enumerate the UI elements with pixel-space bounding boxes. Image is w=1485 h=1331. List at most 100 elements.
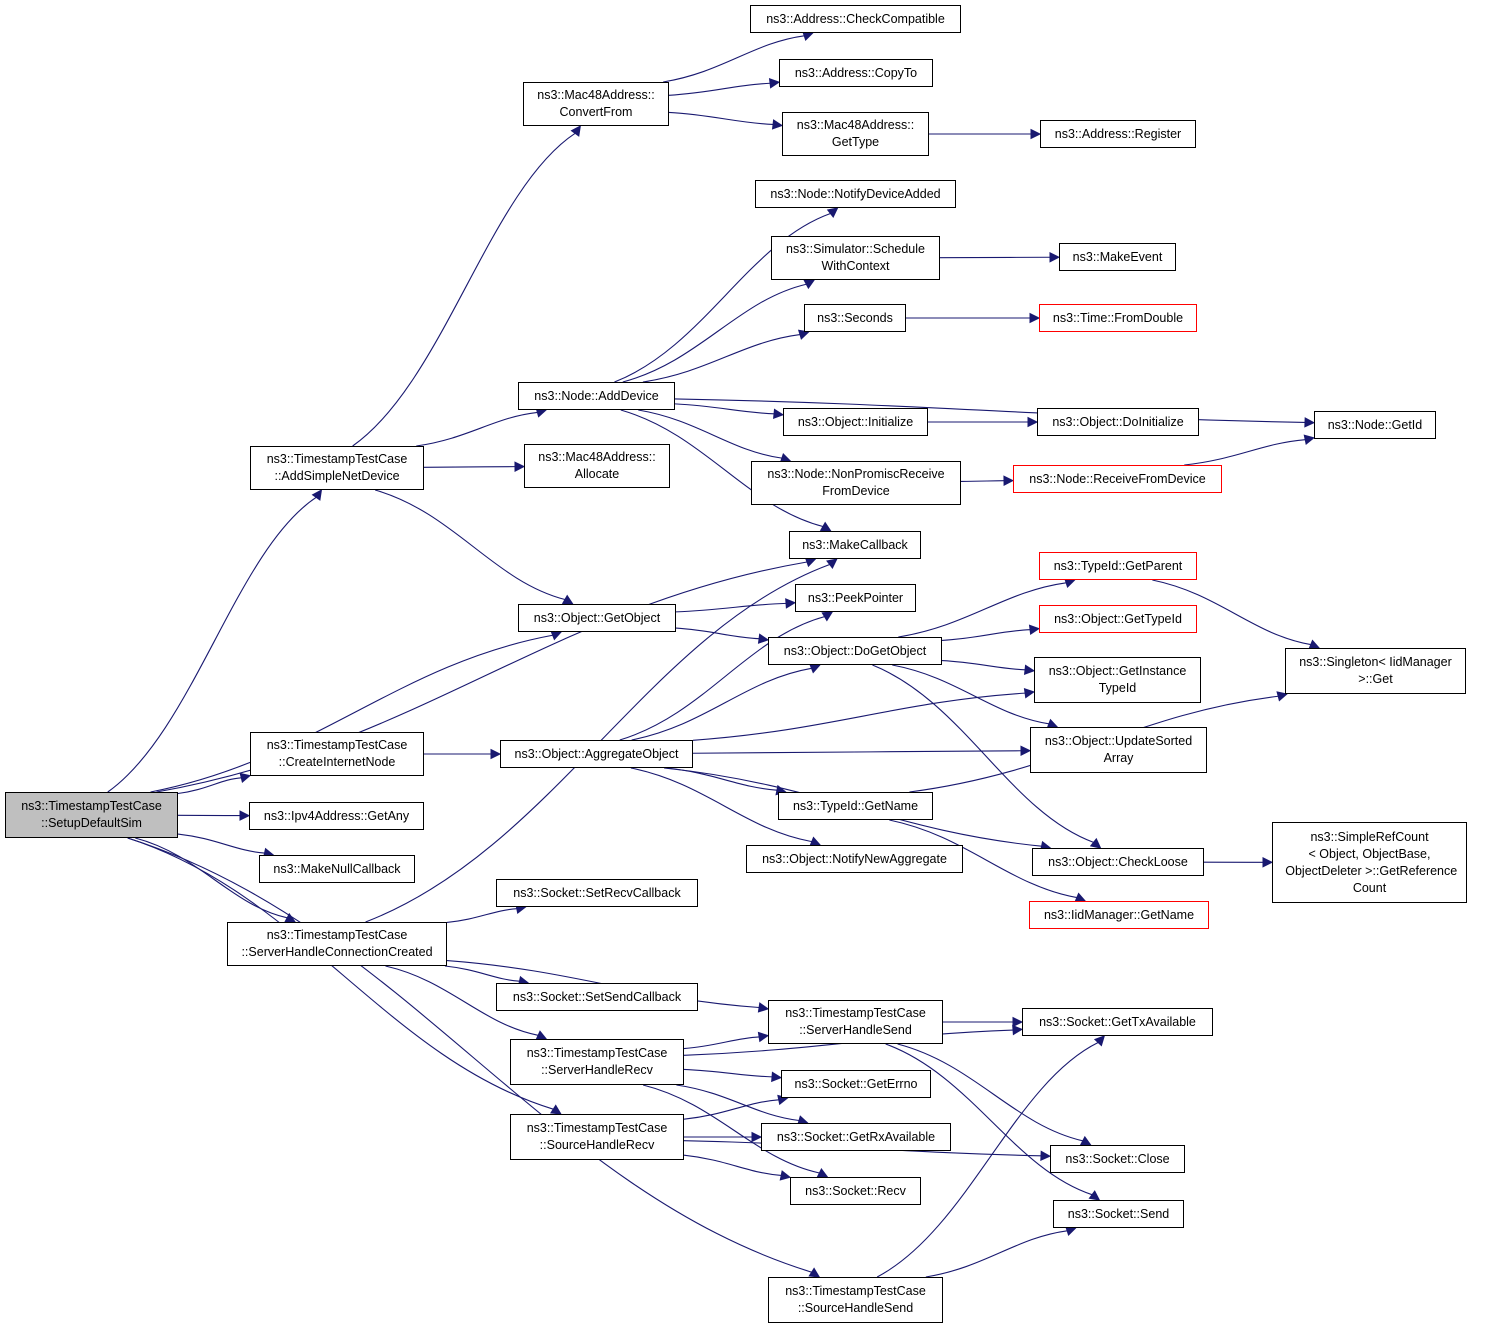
node-obj-do-get-object[interactable]: ns3::Object::DoGetObject [768,637,942,665]
edge-setupDefaultSim-to-sourceHandleRecv [127,837,554,1110]
node-node-receive-from-device[interactable]: ns3::Node::ReceiveFromDevice [1013,465,1222,493]
edge-objAggregateObject-to-objNotifyNewAggregate [630,767,812,843]
node-create-internet-node[interactable]: ns3::TimestampTestCase ::CreateInternetN… [250,732,424,776]
arrowhead-nodeAddDevice-to-simScheduleWithContext [803,279,816,290]
arrowhead-sourceHandleRecv-to-socketGetRxAvailable [751,1131,763,1143]
edge-setupDefaultSim-to-objGetObject [150,634,553,793]
node-socket-recv[interactable]: ns3::Socket::Recv [790,1177,921,1205]
edge-typeIdGetParent-to-singletonGet [1152,579,1311,646]
arrowhead-nodeNonPromisc-to-nodeReceiveFromDevice [1003,475,1015,487]
arrowhead-nodeReceiveFromDevice-to-nodeGetId [1303,434,1316,445]
node-make-callback[interactable]: ns3::MakeCallback [789,531,921,559]
node-socket-get-errno[interactable]: ns3::Socket::GetErrno [781,1070,931,1098]
edge-serverHandleRecv-to-socketRecv [642,1084,820,1174]
node-addr-copy-to[interactable]: ns3::Address::CopyTo [779,59,933,87]
node-socket-get-rx-available[interactable]: ns3::Socket::GetRxAvailable [761,1123,951,1151]
edge-serverHandleRecv-to-serverHandleSend [683,1036,760,1050]
edge-setupDefaultSim-to-createInternetNode [177,777,242,795]
arrowhead-setupDefaultSim-to-ipv4GetAny [239,810,251,821]
node-type-id-get-parent[interactable]: ns3::TypeId::GetParent [1039,552,1197,580]
edge-serverHandleSend-to-socketSend [885,1043,1093,1196]
arrowhead-mac48GetType-to-addrRegister [1030,128,1042,140]
arrowhead-objInitialize-to-objDoInitialize [1027,416,1039,428]
node-server-handle-recv[interactable]: ns3::TimestampTestCase ::ServerHandleRec… [510,1039,684,1085]
arrowhead-objAggregateObject-to-objDoGetObject [809,663,821,674]
arrowhead-nodeAddDevice-to-objInitialize [773,408,785,420]
node-socket-set-send-callback[interactable]: ns3::Socket::SetSendCallback [496,983,698,1011]
node-add-simple-net-device[interactable]: ns3::TimestampTestCase ::AddSimpleNetDev… [250,446,424,490]
arrowhead-nodeAddDevice-to-nodeNotifyDeviceAdded [826,207,839,219]
node-ipv-4get-any[interactable]: ns3::Ipv4Address::GetAny [249,802,424,830]
edge-sourceHandleRecv-to-socketGetErrno [683,1099,779,1120]
node-socket-close[interactable]: ns3::Socket::Close [1050,1145,1185,1173]
node-obj-get-instance-type-id[interactable]: ns3::Object::GetInstance TypeId [1034,657,1201,703]
node-source-handle-recv[interactable]: ns3::TimestampTestCase ::SourceHandleRec… [510,1114,684,1160]
node-iid-manager-get-name[interactable]: ns3::IidManager::GetName [1029,901,1209,929]
node-obj-do-initialize[interactable]: ns3::Object::DoInitialize [1037,408,1199,436]
node-node-notify-device-added[interactable]: ns3::Node::NotifyDeviceAdded [755,180,956,208]
edge-objAggregateObject-to-objDoGetObject [631,667,812,741]
edge-addSimpleNetDevice-to-objGetObject [374,489,566,601]
node-mac-48convert-from[interactable]: ns3::Mac48Address:: ConvertFrom [523,82,669,126]
node-make-null-callback[interactable]: ns3::MakeNullCallback [259,855,415,883]
arrowhead-serverHandleRecv-to-socketGetErrno [771,1071,783,1083]
arrowhead-objGetObject-to-objDoGetObject [757,633,770,644]
edge-setupDefaultSim-to-sourceHandleSend [127,837,812,1273]
node-obj-notify-new-aggregate[interactable]: ns3::Object::NotifyNewAggregate [746,845,963,873]
edge-nodeReceiveFromDevice-to-nodeGetId [1184,439,1306,466]
edge-addSimpleNetDevice-to-nodeAddDevice [416,411,538,447]
node-obj-update-sorted-array[interactable]: ns3::Object::UpdateSorted Array [1030,727,1207,773]
edge-objDoGetObject-to-objCheckLoose [872,664,1094,843]
edge-objDoGetObject-to-objGetTypeId [941,629,1031,641]
node-seconds[interactable]: ns3::Seconds [804,304,906,332]
edge-serverHandleRecv-to-socketGetErrno [683,1068,773,1078]
node-socket-get-tx-available[interactable]: ns3::Socket::GetTxAvailable [1022,1008,1213,1036]
node-peek-pointer[interactable]: ns3::PeekPointer [795,584,916,612]
arrowhead-objAggregateObject-to-peekPointer [821,611,834,622]
edge-nodeAddDevice-to-nodeNotifyDeviceAdded [614,213,831,383]
arrowhead-serverHandleConnectionCreated-to-serverHandleSend [757,1002,770,1013]
node-obj-check-loose[interactable]: ns3::Object::CheckLoose [1032,848,1204,876]
node-obj-get-object[interactable]: ns3::Object::GetObject [518,604,676,632]
arrowhead-setupDefaultSim-to-makeCallback [804,557,817,568]
edge-setupDefaultSim-to-serverHandleConnectionCreated [135,837,288,919]
node-socket-send[interactable]: ns3::Socket::Send [1053,1200,1184,1228]
edge-objGetObject-to-objDoGetObject [675,627,760,640]
node-mac-48allocate[interactable]: ns3::Mac48Address:: Allocate [524,444,670,488]
arrowhead-addSimpleNetDevice-to-mac48Allocate [514,461,526,472]
node-obj-initialize[interactable]: ns3::Object::Initialize [783,408,928,436]
node-obj-get-type-id[interactable]: ns3::Object::GetTypeId [1039,605,1197,633]
node-setup-default-sim: ns3::TimestampTestCase ::SetupDefaultSim [5,792,178,838]
arrowhead-sourceHandleRecv-to-socketClose [1040,1150,1052,1162]
arrowhead-serverHandleSend-to-socketGetTxAvailable [1012,1016,1024,1028]
arrowhead-serverHandleSend-to-socketSend [1088,1190,1101,1201]
node-node-get-id[interactable]: ns3::Node::GetId [1314,411,1436,439]
node-addr-register[interactable]: ns3::Address::Register [1040,120,1196,148]
node-time-from-double[interactable]: ns3::Time::FromDouble [1039,304,1197,332]
arrowhead-setupDefaultSim-to-objGetObject [550,630,563,641]
node-singleton-get[interactable]: ns3::Singleton< IidManager >::Get [1285,648,1466,694]
arrowhead-setupDefaultSim-to-serverHandleConnectionCreated [284,912,297,923]
edge-sourceHandleSend-to-socketSend [925,1230,1068,1278]
node-obj-aggregate-object[interactable]: ns3::Object::AggregateObject [500,740,693,768]
node-node-non-promisc[interactable]: ns3::Node::NonPromiscReceive FromDevice [751,461,961,505]
node-socket-set-recv-callback[interactable]: ns3::Socket::SetRecvCallback [496,879,698,907]
node-make-event[interactable]: ns3::MakeEvent [1059,243,1176,271]
node-type-id-get-name[interactable]: ns3::TypeId::GetName [778,792,933,820]
edge-mac48ConvertFrom-to-addrCheckCompatible [663,35,805,83]
node-node-add-device[interactable]: ns3::Node::AddDevice [518,382,675,410]
node-simple-ref-count-get-ref[interactable]: ns3::SimpleRefCount < Object, ObjectBase… [1272,822,1467,903]
arrowhead-simScheduleWithContext-to-makeEvent [1049,251,1061,263]
node-mac-48get-type[interactable]: ns3::Mac48Address:: GetType [782,112,929,156]
node-server-handle-connection-created[interactable]: ns3::TimestampTestCase ::ServerHandleCon… [227,922,447,966]
edge-mac48ConvertFrom-to-addrCopyTo [668,82,771,96]
node-server-handle-send[interactable]: ns3::TimestampTestCase ::ServerHandleSen… [768,1000,943,1044]
edge-setupDefaultSim-to-addSimpleNetDevice [107,496,317,793]
node-source-handle-send[interactable]: ns3::TimestampTestCase ::SourceHandleSen… [768,1277,943,1323]
edge-setupDefaultSim-to-makeNullCallback [177,833,265,854]
arrowhead-mac48ConvertFrom-to-mac48GetType [771,119,784,130]
node-addr-check-compatible[interactable]: ns3::Address::CheckCompatible [750,5,961,33]
node-sim-schedule-with-context[interactable]: ns3::Simulator::Schedule WithContext [771,236,940,280]
arrowhead-serverHandleRecv-to-serverHandleSend [757,1031,770,1043]
